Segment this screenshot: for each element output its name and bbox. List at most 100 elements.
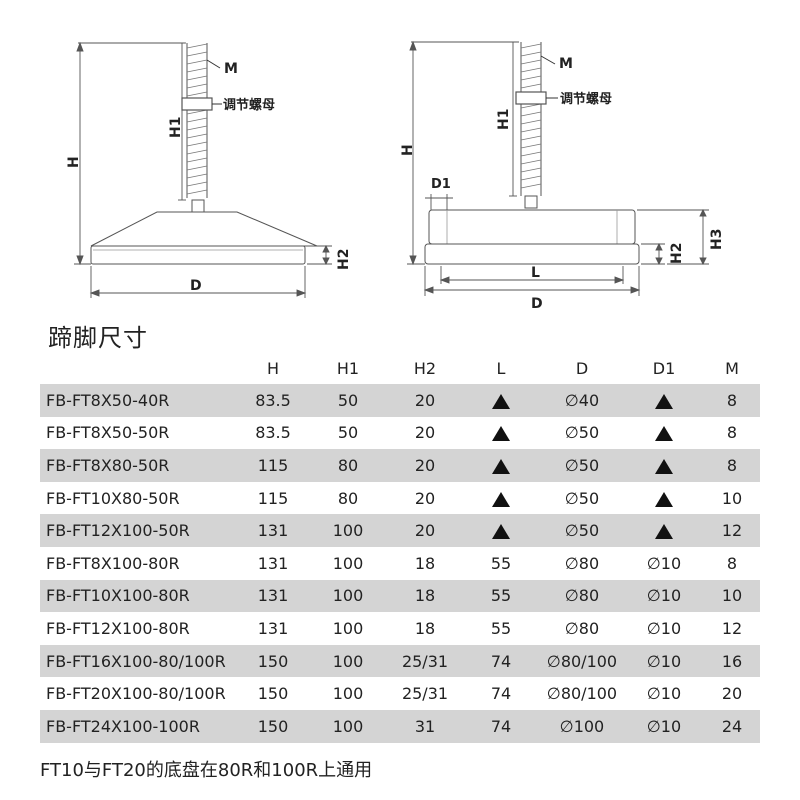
cell-h1: 100 [332, 553, 364, 573]
cell-h1: 100 [308, 709, 388, 743]
cell-d1: ∅10 [646, 618, 682, 638]
cell-h1: 80 [337, 488, 359, 508]
cell-d1: ∅10 [624, 579, 704, 613]
leveling-foot-svg-left: M 调节螺母 H1 H H2 [66, 41, 352, 298]
cell-d1 [624, 449, 704, 482]
dim-label-M: M [224, 61, 238, 77]
cell-d: ∅50 [564, 488, 600, 508]
leveling-foot-drawing-left: M 调节螺母 H1 H H2 [60, 28, 380, 308]
cell-l: 74 [462, 709, 540, 743]
cell-h1: 100 [332, 684, 364, 704]
cell-h2: 18 [414, 553, 436, 573]
cell-h: 131 [257, 553, 289, 573]
cell-h: 131 [238, 579, 308, 613]
dim-label-D: D [190, 278, 202, 294]
dim-label-L: L [531, 265, 540, 281]
model-cell: FB-FT8X80-50R [40, 449, 238, 482]
cell-h2: 20 [388, 384, 462, 417]
model-cell: FB-FT20X100-80/100R [46, 684, 226, 704]
cell-m: 8 [726, 553, 738, 573]
model-cell: FB-FT8X50-40R [40, 384, 238, 417]
cell-d: ∅50 [540, 514, 624, 547]
cell-h2: 20 [388, 514, 462, 547]
cell-l: 55 [462, 579, 540, 613]
cell-d: ∅80 [564, 553, 600, 573]
cell-l: 55 [490, 553, 512, 573]
cell-h: 83.5 [238, 384, 308, 417]
stud-neck [191, 199, 205, 213]
cell-m: 20 [721, 684, 743, 704]
dim-line-L [439, 266, 625, 284]
cell-h1: 100 [308, 644, 388, 678]
base-upper-ring [428, 209, 636, 245]
triangle-icon [655, 524, 673, 540]
base-plate [90, 245, 306, 265]
cell-m: 8 [704, 449, 760, 482]
cell-h1: 80 [308, 449, 388, 482]
cell-d1: ∅10 [646, 684, 682, 704]
dim-label-H1: H1 [496, 109, 512, 130]
cell-h1: 50 [308, 384, 388, 417]
model-cell: FB-FT8X50-50R [46, 423, 170, 443]
cell-h2: 20 [414, 488, 436, 508]
leveling-foot-drawing-right: M 调节螺母 H1 H D1 [395, 28, 765, 318]
cell-h2: 20 [414, 423, 436, 443]
cell-d: ∅80/100 [546, 684, 618, 704]
triangle-icon [492, 524, 510, 540]
cell-l [462, 449, 540, 482]
dim-label-H3: H3 [709, 229, 725, 250]
cell-h: 83.5 [255, 423, 291, 443]
dim-label-H1: H1 [168, 117, 184, 138]
callout-adjusting-nut: 调节螺母 [223, 97, 275, 113]
cell-d: ∅80 [564, 618, 600, 638]
cell-h2: 25/31 [401, 684, 449, 704]
cell-h1: 100 [332, 618, 364, 638]
cell-h: 150 [257, 684, 289, 704]
column-header: H [266, 358, 280, 378]
model-cell: FB-FT16X100-80/100R [40, 644, 238, 678]
model-cell: FB-FT12X100-80R [46, 618, 190, 638]
cell-h1: 50 [337, 423, 359, 443]
cell-l [462, 482, 540, 515]
cell-d: ∅100 [540, 709, 624, 743]
triangle-icon [492, 426, 510, 442]
adjusting-nut [181, 97, 213, 111]
cell-h: 115 [257, 488, 289, 508]
triangle-icon [655, 491, 673, 507]
column-header [40, 352, 238, 384]
cell-h2: 31 [388, 709, 462, 743]
dim-line-H2 [641, 242, 665, 266]
cell-h2: 18 [388, 579, 462, 613]
dim-label-D1: D1 [431, 177, 451, 192]
model-cell: FB-FT10X100-80R [40, 579, 238, 613]
threaded-stud [186, 43, 208, 198]
cell-h2: 20 [388, 449, 462, 482]
cell-d1: ∅10 [646, 553, 682, 573]
dim-label-H2: H2 [336, 249, 352, 270]
table-row: FB-FT8X100-80R 131 100 18 55 ∅80 ∅10 8 [40, 547, 760, 580]
cell-d: ∅50 [540, 449, 624, 482]
cell-m: 12 [704, 514, 760, 547]
cell-h1: 100 [308, 579, 388, 613]
cell-h: 115 [238, 449, 308, 482]
header-row: H H1 H2 L D D1 M [40, 352, 760, 384]
column-header: D1 [652, 358, 676, 378]
dim-line-D1 [425, 194, 453, 210]
cell-d1: ∅10 [624, 709, 704, 743]
dim-label-H: H [400, 144, 416, 156]
cell-h: 131 [257, 618, 289, 638]
callout-adjusting-nut: 调节螺母 [560, 91, 612, 107]
model-cell: FB-FT8X100-80R [46, 553, 180, 573]
column-header: M [725, 358, 739, 378]
cell-h1: 100 [308, 514, 388, 547]
base-lower-pad [424, 243, 640, 265]
